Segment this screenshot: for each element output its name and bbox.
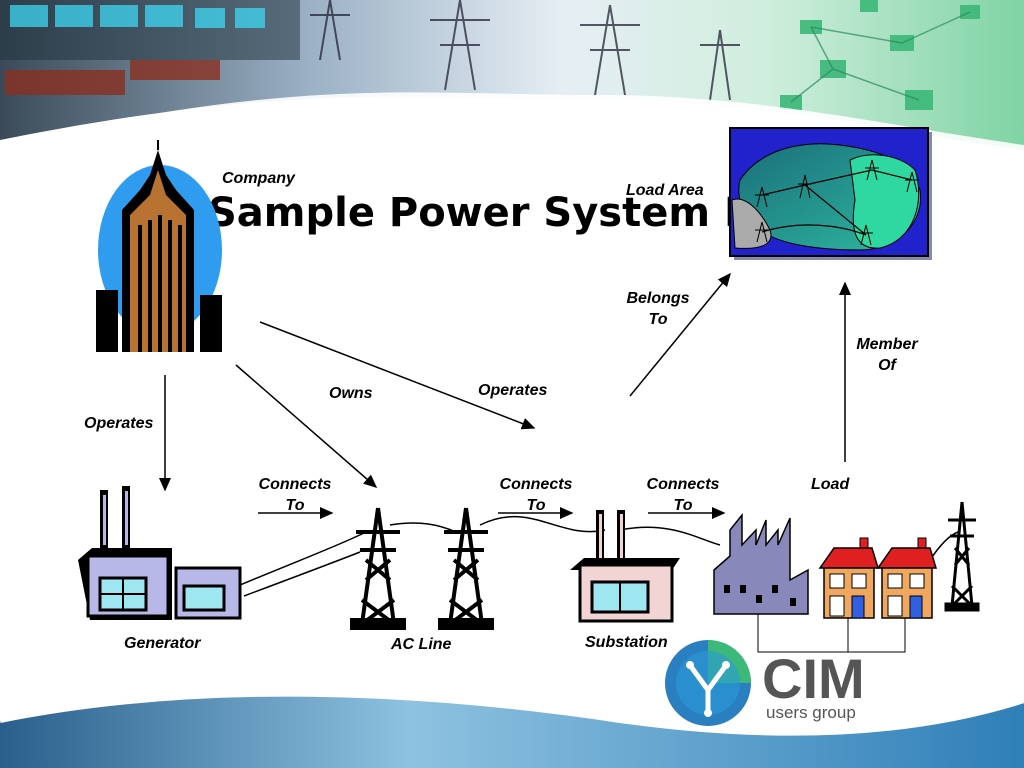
footer-wave xyxy=(0,690,1024,768)
label-operates-top: Operates xyxy=(478,382,547,399)
substation-icon xyxy=(570,510,680,623)
label-load: Load xyxy=(811,476,850,493)
label-operates-left: Operates xyxy=(84,415,153,432)
label-connects-2: Connects xyxy=(500,476,573,493)
label-connects-2-to: To xyxy=(527,497,546,514)
cim-logo-subtext: users group xyxy=(766,703,856,722)
label-load-area: Load Area xyxy=(626,182,704,199)
cim-logo-text: CIM xyxy=(762,647,865,710)
label-owns: Owns xyxy=(329,385,373,402)
label-connects-1: Connects xyxy=(259,476,332,493)
load-area-map xyxy=(729,127,932,260)
label-belongs-to: To xyxy=(649,311,668,328)
label-generator: Generator xyxy=(124,635,201,652)
label-ac-line: AC Line xyxy=(390,636,452,653)
ac-line-icon xyxy=(350,507,494,630)
power-lines xyxy=(239,515,959,597)
label-belongs: Belongs xyxy=(626,290,689,307)
arrow-belongs-to xyxy=(629,272,731,397)
cim-logo: CIM users group xyxy=(665,640,865,726)
label-member-of: Of xyxy=(878,357,897,374)
cim-y-mark-icon xyxy=(689,665,727,713)
label-connects-1-to: To xyxy=(286,497,305,514)
relation-arrows xyxy=(159,272,851,519)
label-substation: Substation xyxy=(585,634,668,651)
arrow-owns-acline xyxy=(235,364,378,488)
diagram-labels: Company Load Area Belongs To Member Of O… xyxy=(84,170,918,653)
arrow-operates-substation xyxy=(259,321,536,430)
label-company: Company xyxy=(222,170,296,187)
label-connects-3-to: To xyxy=(674,497,693,514)
company-icon xyxy=(96,140,222,352)
generator-icon xyxy=(78,486,242,620)
load-tower-icon xyxy=(944,501,980,612)
house-icon xyxy=(876,537,938,619)
label-connects-3: Connects xyxy=(647,476,720,493)
label-member: Member xyxy=(856,336,918,353)
load-icon xyxy=(713,501,980,653)
house-icon xyxy=(818,537,880,619)
